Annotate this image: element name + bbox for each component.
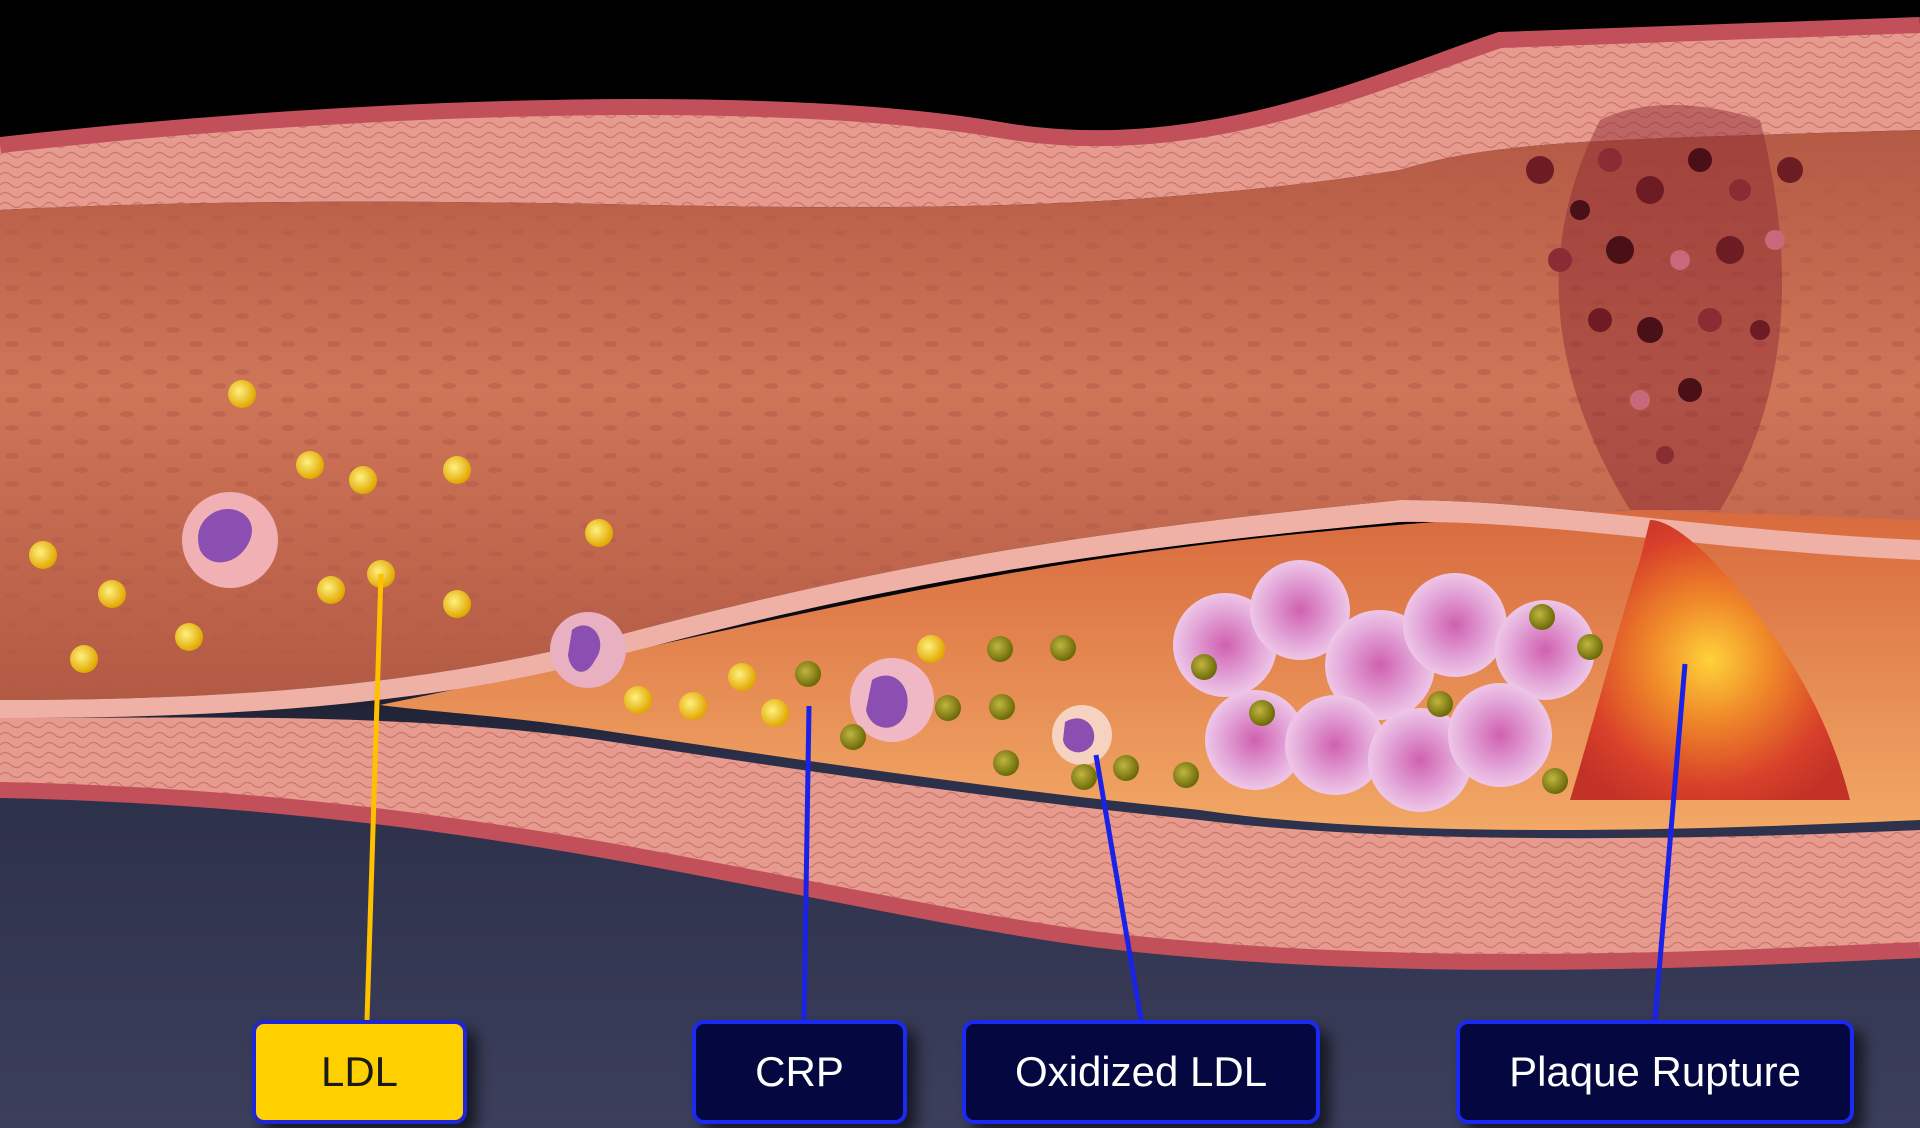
crp-label: CRP	[692, 1020, 907, 1124]
oxidized-ldl-label: Oxidized LDL	[962, 1020, 1320, 1124]
ldl-label: LDL	[252, 1020, 467, 1124]
plaque-rupture-label: Plaque Rupture	[1456, 1020, 1854, 1124]
